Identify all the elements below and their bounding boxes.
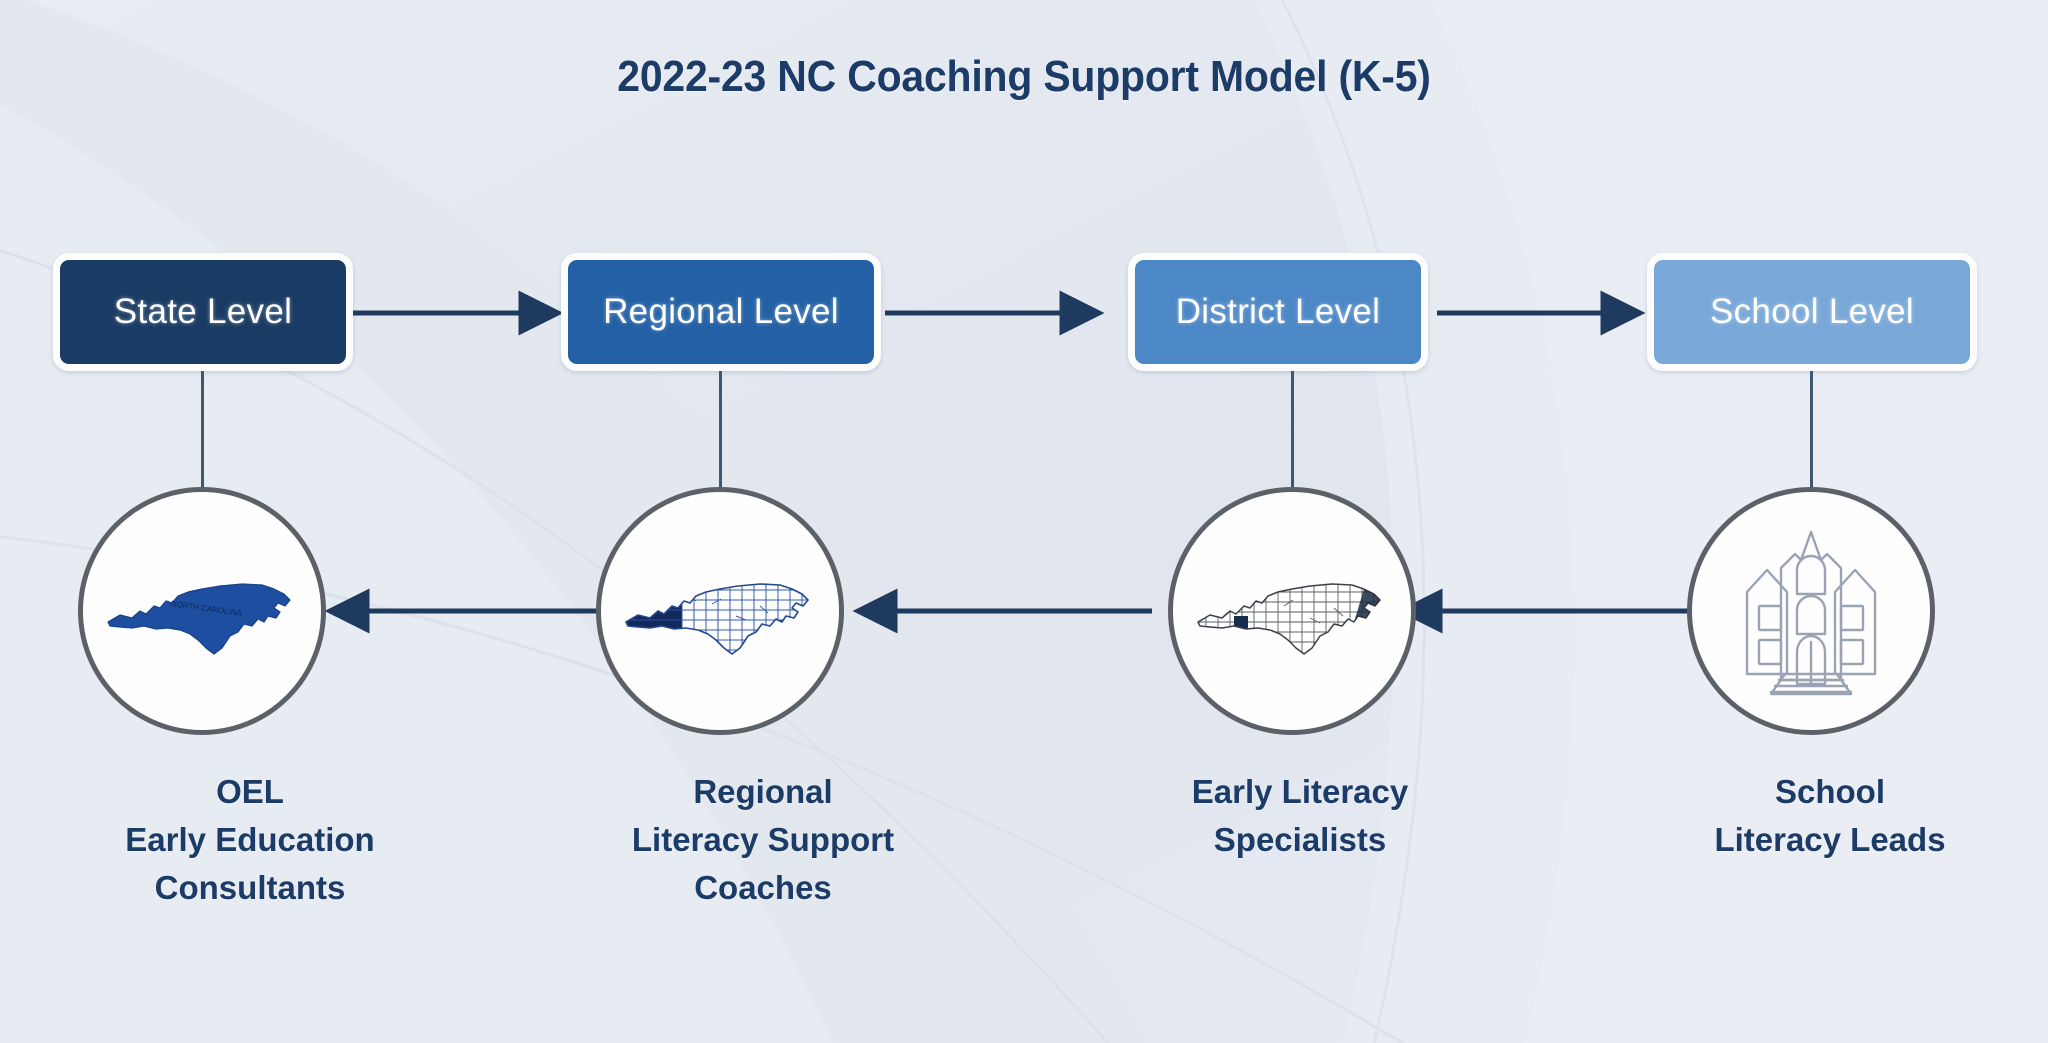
caption-line: Literacy Leads: [1714, 821, 1946, 858]
connector-stem-regional: [719, 371, 722, 488]
role-caption-regional: Regional Literacy Support Coaches: [553, 768, 973, 912]
level-box-label: School Level: [1709, 292, 1914, 331]
connector-stem-district: [1291, 371, 1294, 488]
level-box-district[interactable]: District Level: [1128, 253, 1428, 371]
column-regional-level: Regional Level: [553, 0, 973, 1043]
school-building-icon: [1745, 530, 1877, 695]
level-box-label: Regional Level: [603, 292, 839, 331]
caption-line: Early Education: [125, 821, 375, 858]
north-carolina-county-map-icon: [1197, 583, 1381, 655]
page-title: 2022-23 NC Coaching Support Model (K-5): [617, 52, 1431, 101]
caption-line: Literacy Support: [631, 821, 895, 858]
level-box-label: State Level: [113, 292, 293, 331]
level-box-school[interactable]: School Level: [1647, 253, 1977, 371]
role-caption-school: School Literacy Leads: [1620, 768, 2040, 864]
level-box-label: District Level: [1175, 292, 1381, 331]
caption-line: Early Literacy: [1191, 773, 1409, 810]
north-carolina-region-map-icon: [625, 583, 809, 655]
icon-circle-regional[interactable]: [596, 487, 844, 735]
level-box-regional[interactable]: Regional Level: [561, 253, 881, 371]
connector-stem-school: [1810, 371, 1813, 488]
role-caption-state: OEL Early Education Consultants: [40, 768, 460, 912]
caption-line: School: [1774, 773, 1885, 810]
role-caption-district: Early Literacy Specialists: [1090, 768, 1510, 864]
caption-line: Regional: [693, 773, 833, 810]
column-district-level: District Level: [1090, 0, 1510, 1043]
icon-circle-school[interactable]: [1687, 487, 1935, 735]
level-box-state[interactable]: State Level: [53, 253, 353, 371]
caption-line: Specialists: [1213, 821, 1387, 858]
column-school-level: School Level: [1620, 0, 2040, 1043]
caption-line: Coaches: [694, 869, 832, 906]
north-carolina-state-map-icon: NORTH CAROLINA: [107, 583, 291, 655]
caption-line: OEL: [216, 773, 284, 810]
icon-circle-state[interactable]: NORTH CAROLINA: [78, 487, 326, 735]
icon-circle-district[interactable]: [1168, 487, 1416, 735]
connector-stem-state: [201, 371, 204, 488]
column-state-level: State Level NORTH CAROLINA OEL Early Edu…: [40, 0, 460, 1043]
caption-line: Consultants: [154, 869, 346, 906]
